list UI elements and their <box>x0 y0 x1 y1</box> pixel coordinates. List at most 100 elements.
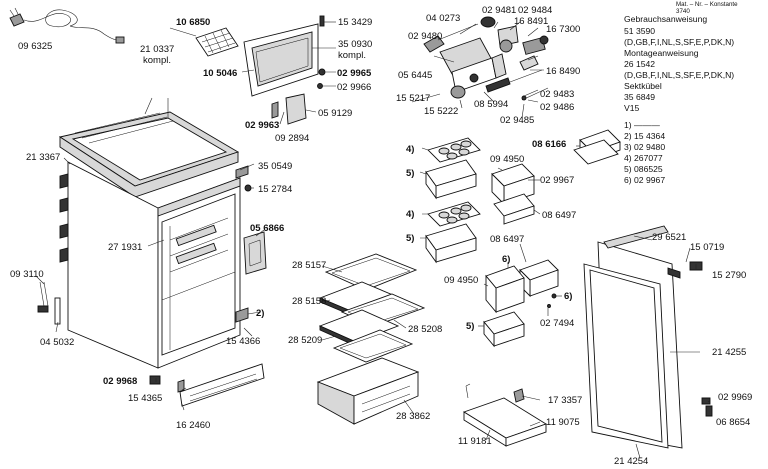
bottom-grille-drawing <box>177 363 265 407</box>
doc-code: 3740 <box>676 8 690 15</box>
doc-line: V15 <box>624 103 640 113</box>
part-label: 15 0719 <box>690 242 724 253</box>
butter-box-drawing <box>573 129 621 165</box>
part-label: kompl. <box>338 50 366 61</box>
part-label: 10 5046 <box>203 68 237 79</box>
doc-line: (D,GB,F,I,NL,S,SF,E,P,DK,N) <box>624 70 734 80</box>
part-label: 15 4366 <box>226 336 260 347</box>
part-label: 05 6866 <box>250 223 284 234</box>
part-label: 21 0337 <box>140 44 174 55</box>
callout-marker: 4) <box>406 144 414 155</box>
part-label: 02 9484 <box>518 5 552 16</box>
part-label: 02 9486 <box>540 102 574 113</box>
part-label: 02 9965 <box>337 68 372 79</box>
doc-line: (D,GB,F,I,NL,S,SF,E,P,DK,N) <box>624 37 734 47</box>
doc-footnote: 2) 15 4364 <box>624 131 665 141</box>
part-number-labels: 09 6325 21 0337 kompl. 10 6850 15 3429 3… <box>10 5 752 467</box>
part-label: 09 2894 <box>275 133 309 144</box>
part-label: 06 8654 <box>716 417 750 428</box>
part-label: 15 5217 <box>396 93 430 104</box>
light-cover-drawing <box>243 231 267 275</box>
part-label: 04 5032 <box>40 337 74 348</box>
part-label: 02 9966 <box>337 82 371 93</box>
ice-tray-drawing <box>195 27 239 57</box>
part-label: 02 9968 <box>103 376 137 387</box>
part-label: 16 8491 <box>514 16 548 27</box>
refrigerator-cabinet-drawing <box>58 111 252 385</box>
doc-footnote: 6) 02 9967 <box>624 175 665 185</box>
part-label: 09 6325 <box>18 41 52 52</box>
freezer-latch-drawing <box>271 93 307 125</box>
part-label: 10 6850 <box>176 17 210 28</box>
doc-footnote: 1) ——— <box>624 120 660 130</box>
bottle-shelf-drawing <box>462 383 548 447</box>
part-label: 16 7300 <box>546 24 580 35</box>
part-label: 28 5209 <box>288 335 322 346</box>
crisper-drawer-drawing <box>316 357 420 425</box>
part-label: 08 6166 <box>532 139 566 150</box>
part-label: 29 6521 <box>652 232 686 243</box>
doc-footnote: 3) 02 9480 <box>624 142 665 152</box>
part-label: 15 3429 <box>338 17 372 28</box>
part-label: 09 3110 <box>10 269 44 280</box>
sensor-wire-drawing <box>37 281 61 325</box>
callout-marker: 4) <box>406 209 414 220</box>
doc-line: 26 1542 <box>624 59 655 69</box>
part-label: 08 5994 <box>474 99 508 110</box>
callout-marker: 6) <box>502 254 510 265</box>
part-label: 11 9181 <box>458 436 492 447</box>
part-label: 28 5157 <box>292 260 326 271</box>
part-label: 11 9075 <box>546 417 580 428</box>
doc-line: Montageanweisung <box>624 48 699 58</box>
freezer-door-drawing <box>243 15 326 97</box>
part-label: kompl. <box>143 55 171 66</box>
document-info-block: Mat. – Nr. – Konstante 3740 Gebrauchsanw… <box>624 1 738 185</box>
part-label: 08 6497 <box>490 234 524 245</box>
leader-lines <box>35 21 711 459</box>
callout-marker: 2) <box>256 308 264 319</box>
doc-footnote: 5) 086525 <box>624 164 663 174</box>
part-label: 21 4255 <box>712 347 746 358</box>
part-label: 15 2790 <box>712 270 746 281</box>
callout-marker: 5) <box>466 321 474 332</box>
part-label: 02 9483 <box>540 89 574 100</box>
part-label: 15 4365 <box>128 393 162 404</box>
callout-markers: 2) 4) 5) 4) 5) 5) 6) 6) <box>256 144 572 332</box>
refrigerator-door-drawing <box>583 225 713 449</box>
glass-shelves-drawing <box>318 253 426 363</box>
doc-line: Gebrauchsanweisung <box>624 14 707 24</box>
part-label: 35 0930 <box>338 39 372 50</box>
part-label: 08 6497 <box>542 210 576 221</box>
thermostat-assembly-drawing <box>423 16 549 101</box>
part-label: 28 5208 <box>408 324 442 335</box>
callout-marker: 5) <box>406 233 414 244</box>
part-label: 15 5222 <box>424 106 458 117</box>
part-label: 02 9480 <box>408 31 442 42</box>
power-cord-drawing <box>9 7 125 44</box>
callout-marker: 6) <box>564 291 572 302</box>
door-shelves-drawing <box>425 137 559 348</box>
part-label: 15 2784 <box>258 184 292 195</box>
part-label: 16 2460 <box>176 420 210 431</box>
part-label: 02 9485 <box>500 115 534 126</box>
doc-line: 35 6849 <box>624 92 655 102</box>
callout-marker: 5) <box>406 168 414 179</box>
part-label: 16 8490 <box>546 66 580 77</box>
part-label: 05 6445 <box>398 70 432 81</box>
part-label: 04 0273 <box>426 13 460 24</box>
doc-line: Sektkübel <box>624 81 662 91</box>
part-label: 02 9963 <box>245 120 279 131</box>
doc-footnote: 4) 267077 <box>624 153 663 163</box>
part-label: 28 3862 <box>396 411 430 422</box>
doc-header: Mat. – Nr. – Konstante <box>676 1 738 8</box>
doc-line: 51 3590 <box>624 26 655 36</box>
part-label: 02 9481 <box>482 5 516 16</box>
part-label: 02 7494 <box>540 318 574 329</box>
part-label: 17 3357 <box>548 395 582 406</box>
part-label: 21 3367 <box>26 152 60 163</box>
part-label: 05 9129 <box>318 108 352 119</box>
part-label: 21 4254 <box>614 456 648 467</box>
part-label: 27 1931 <box>108 242 142 253</box>
part-label: 02 9967 <box>540 175 574 186</box>
